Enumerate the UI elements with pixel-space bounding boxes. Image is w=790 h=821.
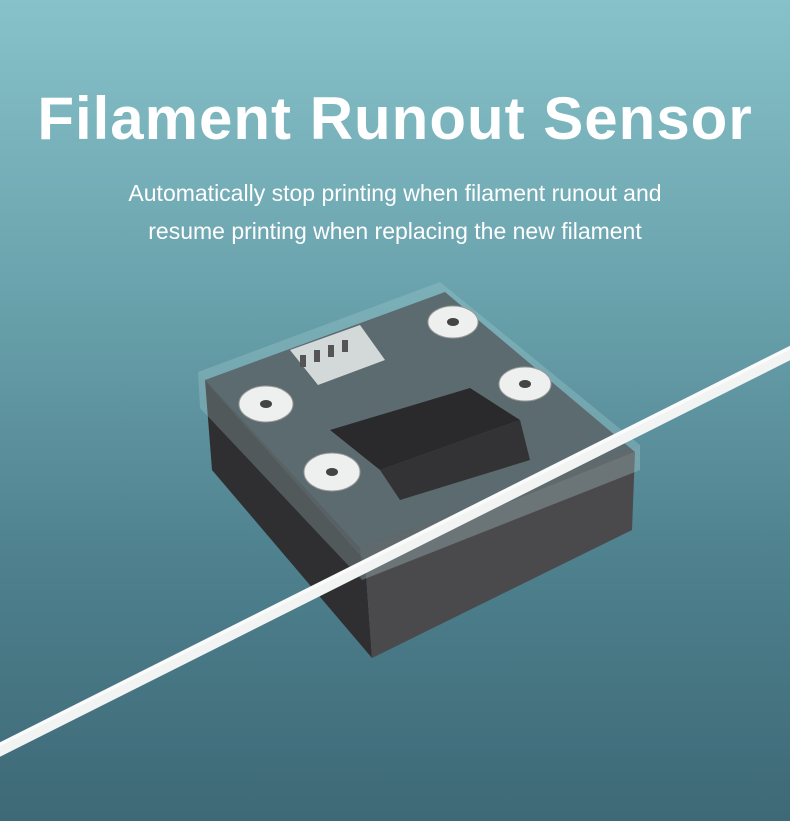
screw-icon <box>303 452 361 492</box>
microswitch <box>330 388 520 470</box>
subtitle: Automatically stop printing when filamen… <box>0 174 790 250</box>
screw-icon <box>498 366 552 402</box>
screw-icon <box>238 385 294 423</box>
sensor-body <box>198 282 640 658</box>
subtitle-line-1: Automatically stop printing when filamen… <box>128 180 662 206</box>
screw-icon <box>427 305 479 339</box>
subtitle-line-2: resume printing when replacing the new f… <box>148 218 642 244</box>
filament <box>0 345 790 757</box>
connector-icon <box>290 325 385 385</box>
page-title: Filament Runout Sensor <box>37 85 753 152</box>
